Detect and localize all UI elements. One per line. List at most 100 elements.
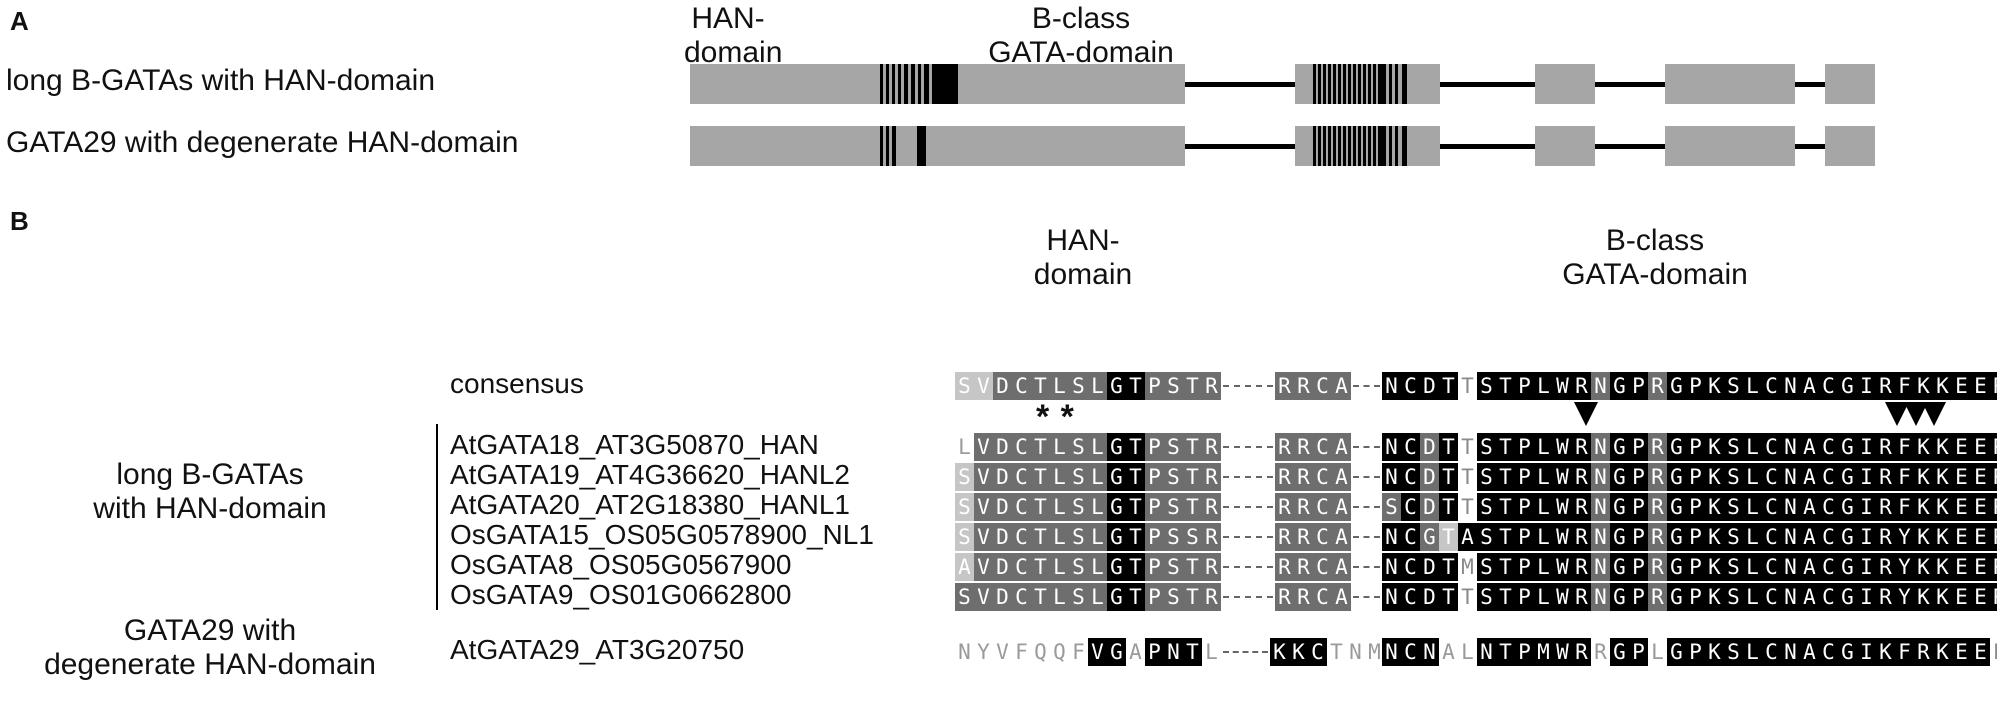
residue: A bbox=[1332, 433, 1351, 461]
residue: E bbox=[1971, 638, 1990, 666]
gata-domain-block bbox=[1348, 126, 1351, 166]
residue: T bbox=[1461, 495, 1474, 519]
residue: G bbox=[1610, 372, 1629, 400]
group-bracket bbox=[436, 424, 438, 610]
residue: R bbox=[1990, 372, 1997, 400]
residue: C bbox=[1819, 583, 1838, 611]
alignment-gap bbox=[1223, 651, 1268, 653]
residue: R bbox=[1572, 553, 1591, 581]
intron-line bbox=[1440, 144, 1535, 149]
residue: S bbox=[1477, 463, 1496, 491]
residue: S bbox=[955, 523, 974, 551]
residue: R bbox=[1202, 553, 1221, 581]
residue: L bbox=[1743, 523, 1762, 551]
alignment-gap bbox=[1223, 385, 1273, 387]
residue: T bbox=[1496, 638, 1515, 666]
residue: L bbox=[1050, 463, 1069, 491]
residue: S bbox=[955, 372, 974, 400]
residue: L bbox=[1461, 640, 1474, 664]
gata-domain-block bbox=[1395, 126, 1398, 166]
residue: V bbox=[974, 463, 993, 491]
residue: L bbox=[1088, 463, 1107, 491]
residue: C bbox=[1401, 463, 1420, 491]
residue: C bbox=[1819, 493, 1838, 521]
residue: S bbox=[955, 583, 974, 611]
residue: P bbox=[1629, 523, 1648, 551]
residue: G bbox=[1610, 638, 1629, 666]
intron-line bbox=[1185, 144, 1295, 149]
panel-a-row2-label: GATA29 with degenerate HAN-domain bbox=[6, 126, 519, 159]
residue: G bbox=[1107, 493, 1126, 521]
alignment-gap bbox=[1353, 536, 1380, 538]
residue: N bbox=[1591, 583, 1610, 611]
residue: S bbox=[1164, 433, 1183, 461]
residue: A bbox=[1800, 583, 1819, 611]
residue: P bbox=[1629, 553, 1648, 581]
residue: R bbox=[1648, 493, 1667, 521]
residue: T bbox=[1031, 372, 1050, 400]
residue: K bbox=[1914, 372, 1933, 400]
residue: K bbox=[1914, 463, 1933, 491]
residue: P bbox=[1515, 553, 1534, 581]
residue: C bbox=[1401, 638, 1420, 666]
sequence-name: OsGATA8_OS05G0567900 bbox=[450, 549, 792, 580]
residue: S bbox=[1477, 583, 1496, 611]
residue: G bbox=[1107, 583, 1126, 611]
residue: W bbox=[1553, 433, 1572, 461]
han-domain-block bbox=[886, 64, 889, 104]
residue: F bbox=[1895, 638, 1914, 666]
residue: K bbox=[1914, 553, 1933, 581]
residue: A bbox=[1800, 372, 1819, 400]
gata-domain-block bbox=[1323, 64, 1326, 104]
residue: E bbox=[1952, 638, 1971, 666]
residue: M bbox=[1534, 638, 1553, 666]
residue: D bbox=[993, 463, 1012, 491]
residue: G bbox=[1838, 553, 1857, 581]
residue: S bbox=[1069, 433, 1088, 461]
residue: P bbox=[1629, 583, 1648, 611]
residue: G bbox=[1838, 463, 1857, 491]
residue: C bbox=[1012, 372, 1031, 400]
residue: L bbox=[1534, 523, 1553, 551]
residue: R bbox=[1294, 523, 1313, 551]
residue: N bbox=[1382, 553, 1401, 581]
residue: C bbox=[1313, 463, 1332, 491]
residue: N bbox=[1382, 523, 1401, 551]
residue: C bbox=[1819, 523, 1838, 551]
residue: I bbox=[1857, 372, 1876, 400]
residue: S bbox=[1477, 553, 1496, 581]
residue: E bbox=[1990, 638, 1997, 666]
residue: E bbox=[1952, 463, 1971, 491]
panel-b-han-text: HAN- domain bbox=[1033, 224, 1133, 291]
residue: L bbox=[1050, 493, 1069, 521]
residue: C bbox=[1819, 372, 1838, 400]
residue: R bbox=[1572, 523, 1591, 551]
han-domain-block bbox=[924, 64, 929, 104]
han-domain-block bbox=[911, 64, 915, 104]
residue: G bbox=[1107, 553, 1126, 581]
residue: F bbox=[1895, 372, 1914, 400]
residue: A bbox=[1800, 553, 1819, 581]
residue: K bbox=[1933, 583, 1952, 611]
residue: I bbox=[1857, 433, 1876, 461]
gata-domain-block bbox=[1348, 64, 1351, 104]
residue: C bbox=[1313, 433, 1332, 461]
alignment-gap bbox=[1223, 566, 1273, 568]
residue: F bbox=[1895, 433, 1914, 461]
residue: C bbox=[1819, 638, 1838, 666]
residue: C bbox=[1819, 553, 1838, 581]
residue: R bbox=[1202, 433, 1221, 461]
residue: S bbox=[1724, 463, 1743, 491]
residue: A bbox=[955, 553, 974, 581]
residue: N bbox=[1781, 433, 1800, 461]
residue: A bbox=[1332, 523, 1351, 551]
residue: L bbox=[1534, 493, 1553, 521]
residue: G bbox=[1838, 583, 1857, 611]
residue: P bbox=[1686, 493, 1705, 521]
panel-b-bclass-domain-label: B-class GATA-domain bbox=[1525, 224, 1785, 291]
gata-domain-block bbox=[1402, 64, 1407, 104]
residue: S bbox=[1724, 583, 1743, 611]
residue: E bbox=[1952, 523, 1971, 551]
residue: Y bbox=[1895, 583, 1914, 611]
